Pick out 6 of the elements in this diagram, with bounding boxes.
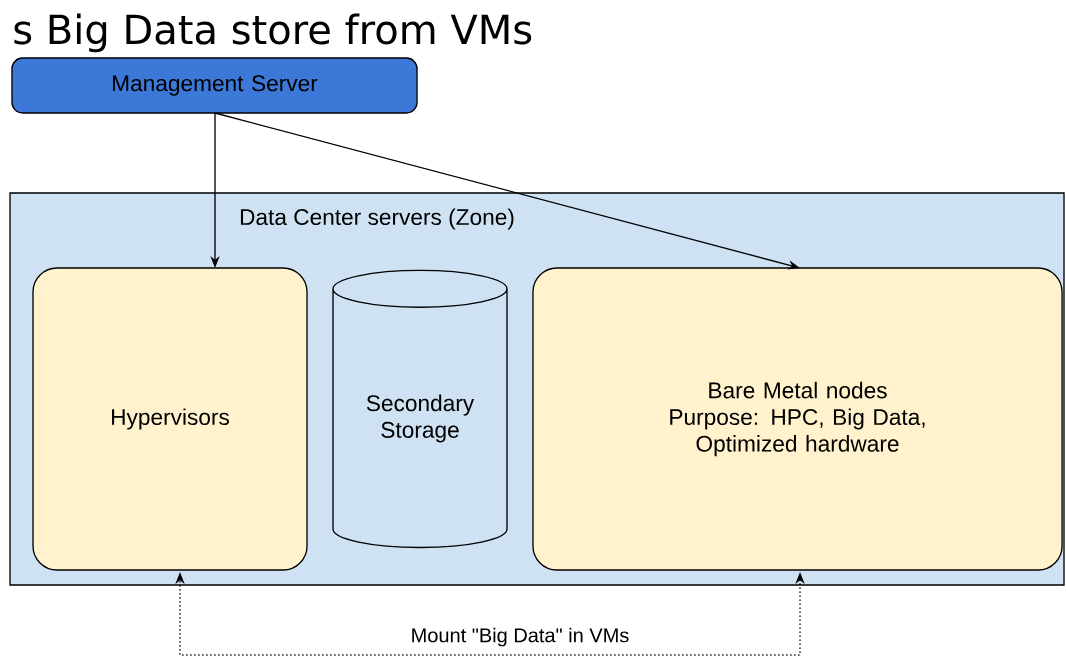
server-box: Bare Metal nodes Purpose: HPC, Big Data, Optimized hardware: [532, 267, 1063, 571]
title: s Big Data store from VMs: [14, 13, 532, 53]
storage-cylinder: Secondary Storage: [332, 269, 508, 549]
server-box: Hypervisors: [32, 267, 308, 571]
edge-label: Mount "Big Data" in VMs: [409, 626, 631, 648]
server-box: Management Server: [11, 57, 418, 114]
